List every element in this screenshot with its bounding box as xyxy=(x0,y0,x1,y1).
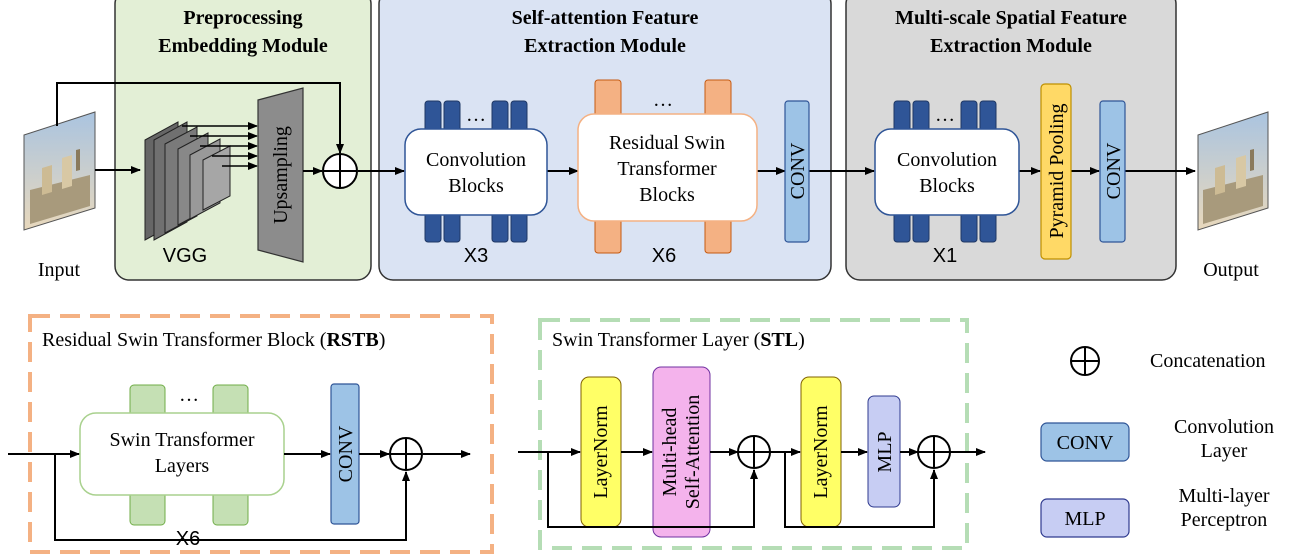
self-attention-title-line1: Self-attention Feature xyxy=(512,7,699,29)
concat-symbol-top xyxy=(322,153,358,189)
sa-conv-label: CONV xyxy=(787,142,809,199)
stl-concat-symbol-1 xyxy=(737,435,771,469)
mha-line1: Multi-head xyxy=(659,408,681,497)
sa-conv-layer xyxy=(784,100,810,243)
output-label: Output xyxy=(1203,259,1259,281)
x1-label: X1 xyxy=(933,245,957,267)
rstb-detail-title: Residual Swin Transformer Block (RSTB) xyxy=(42,329,385,351)
legend-conv-line1: Convolution xyxy=(1174,416,1274,438)
legend-mlp-box xyxy=(1040,498,1130,538)
vgg-label: VGG xyxy=(163,245,207,267)
multiscale-title-line1: Multi-scale Spatial Feature xyxy=(895,7,1127,29)
x3-label: X3 xyxy=(464,245,488,267)
ms-conv-label: CONV xyxy=(1103,142,1125,199)
upsampling-block xyxy=(257,87,304,263)
legend-concat-label: Concatenation xyxy=(1150,350,1266,372)
layernorm-1-label: LayerNorm xyxy=(590,405,612,499)
rstb-detail-frame xyxy=(28,314,494,554)
layernorm-2-label: LayerNorm xyxy=(810,405,832,499)
legend-conv-line2: Layer xyxy=(1201,440,1248,462)
upsampling-label: Upsampling xyxy=(270,126,292,224)
swin-transformer-layers xyxy=(79,412,285,496)
legend-conv-box-label: CONV xyxy=(1057,432,1114,454)
legend-mlp-line1: Multi-layer xyxy=(1178,485,1269,507)
rstb-arrows xyxy=(8,450,471,541)
vgg-to-upsampling-arrows xyxy=(182,122,258,170)
multiscale-title-line2: Extraction Module xyxy=(930,35,1092,57)
preprocessing-title-line1: Preprocessing xyxy=(183,7,302,29)
legend-concat-icon xyxy=(1070,346,1100,376)
ms-convolution-blocks xyxy=(874,128,1020,216)
ms-conv-dots: … xyxy=(935,104,955,126)
pyramid-pooling-block xyxy=(1040,83,1072,260)
rstb-conv-label: CONV xyxy=(335,425,357,482)
sa-conv-dots: … xyxy=(466,104,486,126)
stl-arrows xyxy=(518,448,986,528)
stl-detail-title: Swin Transformer Layer (STL) xyxy=(552,329,805,351)
ms-conv-layer xyxy=(1099,100,1126,243)
rstb-dots: … xyxy=(653,89,673,111)
ms-conv-blocks-line1: Convolution xyxy=(897,149,997,171)
stl-dots: … xyxy=(179,384,199,406)
self-attention-title-line2: Extraction Module xyxy=(524,35,686,57)
rstb-line2: Transformer xyxy=(617,158,717,180)
input-label: Input xyxy=(38,259,81,281)
vgg-feature-stack xyxy=(144,121,231,241)
rstb-concat-symbol xyxy=(389,437,423,471)
mlp-label: MLP xyxy=(874,431,896,472)
pyramid-pooling-label: Pyramid Pooling xyxy=(1046,103,1068,238)
sa-convolution-blocks xyxy=(404,128,548,216)
stl-layers-line1: Swin Transformer xyxy=(109,429,254,451)
ms-conv-blocks-line2: Blocks xyxy=(919,175,975,197)
stl-layers-line2: Layers xyxy=(155,455,210,477)
rstb-line1: Residual Swin xyxy=(609,132,725,154)
stl-concat-symbol-2 xyxy=(917,435,951,469)
output-image xyxy=(1197,111,1269,231)
legend-mlp-box-label: MLP xyxy=(1064,508,1105,530)
stl-detail-frame xyxy=(538,318,969,550)
rstb-line3: Blocks xyxy=(639,184,695,206)
legend-conv-box xyxy=(1040,422,1130,462)
mha-line2: Self-Attention xyxy=(682,395,704,509)
sa-conv-blocks-line2: Blocks xyxy=(448,175,504,197)
main-flow-arrows xyxy=(56,82,1196,175)
x6-label-top: X6 xyxy=(652,245,676,267)
sa-conv-blocks-line1: Convolution xyxy=(426,149,526,171)
legend-mlp-line2: Perceptron xyxy=(1181,509,1268,531)
residual-swin-transformer-blocks xyxy=(577,113,758,222)
preprocessing-title-line2: Embedding Module xyxy=(158,35,328,57)
input-image xyxy=(23,111,96,231)
